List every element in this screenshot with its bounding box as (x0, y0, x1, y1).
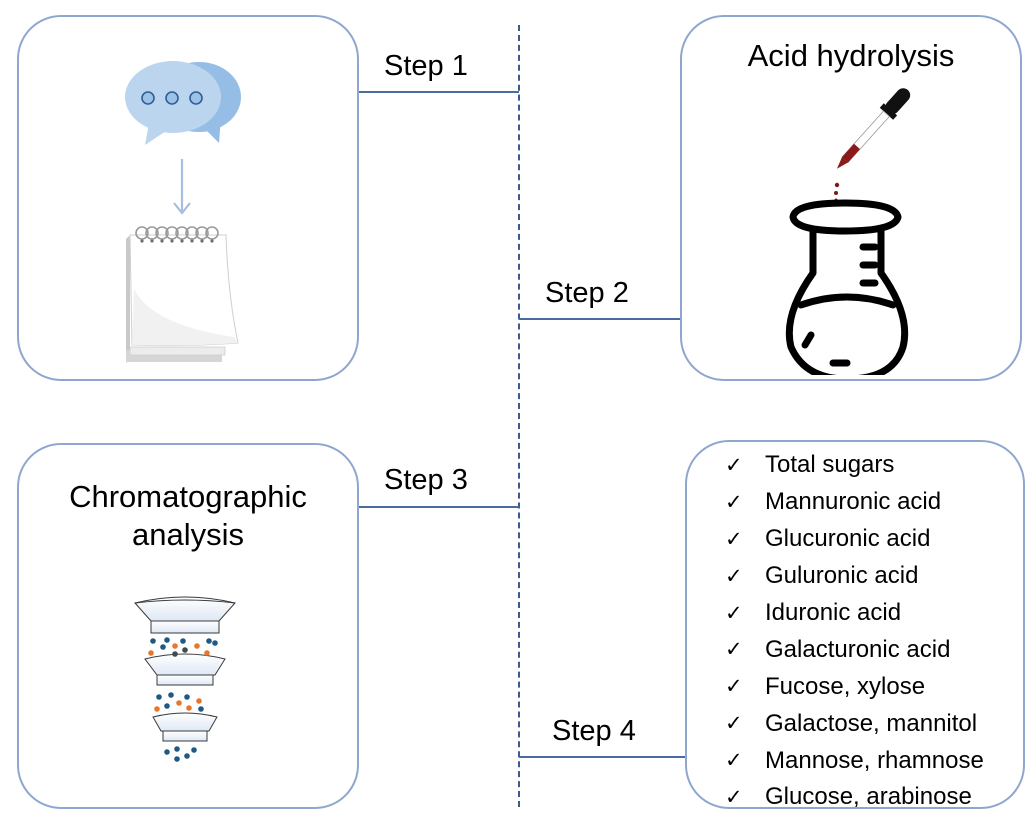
checkmark-icon: ✓ (725, 527, 743, 551)
timeline-divider (518, 25, 520, 807)
step1-box (17, 15, 359, 381)
item-label: Galactose, mannitol (765, 709, 978, 737)
item-label: Mannose, rhamnose (765, 746, 984, 774)
chat-bubbles-icon (125, 61, 241, 145)
list-item: ✓ Fucose, xylose (725, 668, 984, 705)
checkmark-icon: ✓ (725, 712, 743, 736)
step2-connector (519, 318, 681, 320)
checkmark-icon: ✓ (725, 490, 743, 514)
item-label: Iduronic acid (765, 599, 902, 626)
checkmark-icon: ✓ (725, 638, 743, 662)
checkmark-icon: ✓ (725, 749, 743, 773)
acid-hydrolysis-title: Acid hydrolysis (747, 38, 955, 73)
flask-icon (785, 88, 911, 375)
notepad-icon (126, 226, 239, 363)
item-label: Guluronic acid (765, 562, 919, 590)
checkmark-icon: ✓ (725, 453, 743, 477)
step1-connector (358, 91, 519, 93)
particles (148, 637, 218, 762)
item-label: Galacturonic acid (765, 635, 951, 663)
item-label: Fucose, xylose (765, 672, 926, 700)
analyte-checklist: ✓ Total sugars ✓ Mannuronic acid ✓ Glucuron… (725, 447, 984, 816)
chromatographic-analysis-title: Chromatographic analysis (19, 478, 357, 554)
checkmark-icon: ✓ (725, 785, 743, 809)
step3-box: Chromatographic analysis (17, 443, 359, 809)
item-label: Mannuronic acid (765, 488, 942, 516)
checkmark-icon: ✓ (725, 675, 743, 699)
step3-label: Step 3 (384, 464, 468, 496)
title-line-1: Chromatographic (69, 479, 307, 514)
step2-box: Acid hydrolysis (680, 15, 1022, 381)
step3-connector (358, 506, 519, 508)
chromatography-columns-icon (134, 596, 236, 762)
checkmark-icon: ✓ (725, 601, 743, 625)
checkmark-icon: ✓ (725, 564, 743, 588)
list-item: ✓ Galactose, mannitol (725, 705, 984, 742)
title-line-2: analysis (132, 517, 244, 552)
list-item: ✓ Galacturonic acid (725, 631, 984, 668)
item-label: Glucose, arabinose (765, 783, 972, 811)
list-item: ✓ Mannose, rhamnose (725, 742, 984, 779)
list-item: ✓ Glucuronic acid (725, 521, 984, 558)
step4-box: ✓ Total sugars ✓ Mannuronic acid ✓ Glucuron… (685, 440, 1025, 810)
item-label: Glucuronic acid (765, 525, 931, 553)
dropper-icon (834, 88, 911, 202)
step1-label: Step 1 (384, 50, 468, 82)
step4-connector (519, 756, 686, 758)
list-item: ✓ Guluronic acid (725, 558, 984, 595)
list-item: ✓ Iduronic acid (725, 595, 984, 632)
list-item: ✓ Glucose, arabinose (725, 779, 984, 816)
arrow-down-icon (173, 159, 191, 215)
item-label: Total sugars (765, 451, 895, 479)
list-item: ✓ Mannuronic acid (725, 484, 984, 521)
step2-label: Step 2 (545, 277, 629, 309)
list-item: ✓ Total sugars (725, 447, 984, 484)
step4-label: Step 4 (552, 715, 636, 747)
